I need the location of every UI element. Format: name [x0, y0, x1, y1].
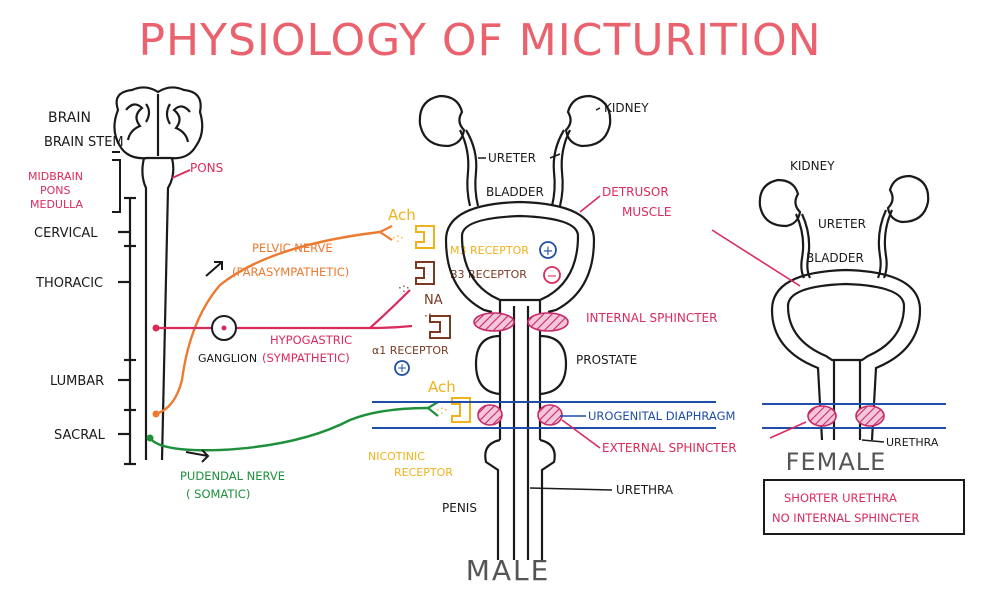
label-medulla: MEDULLA: [30, 198, 83, 211]
male-urethra-leader: [529, 487, 613, 491]
label-hypogastric-sub: (SYMPATHETIC): [262, 351, 350, 365]
label-pons: PONS: [40, 184, 71, 197]
male-label-penis: PENIS: [442, 501, 477, 515]
label-na: NA: [424, 293, 443, 308]
label-brain-stem: BRAIN STEM: [44, 135, 124, 150]
male-label-bladder: BLADDER: [486, 185, 544, 199]
label-sacral: SACRAL: [54, 428, 106, 443]
pudendal-origin: [146, 434, 154, 442]
male-label-detrusor: DETRUSOR: [602, 185, 669, 199]
label-pelvic-sub: (PARASYMPATHETIC): [232, 265, 349, 279]
male-label-ureter: URETER: [488, 151, 536, 165]
brain-illustration: [113, 86, 204, 160]
alpha1-receptor-shape: [429, 315, 451, 339]
male-detrusor-leader: [579, 195, 601, 213]
hypogastric-nerve-path: [156, 289, 413, 330]
label-pudendal: PUDENDAL NERVE: [180, 469, 285, 483]
male-internal-sphincter-right: [527, 312, 569, 332]
female-note-box: [763, 479, 965, 535]
brainstem-bracket: [112, 159, 121, 213]
label-hypogastric: HYPOGASTRIC: [270, 333, 352, 347]
m3-plus: +: [543, 244, 554, 259]
label-lumbar: LUMBAR: [50, 374, 104, 389]
pudendal-nerve-path: [149, 406, 429, 452]
pudendal-direction-arrow: [185, 449, 210, 463]
na-dots-top: ·:·: [398, 281, 410, 295]
ganglion-circle: [211, 315, 237, 341]
male-label-detrusor-sub: MUSCLE: [622, 205, 671, 219]
label-alpha1-receptor: α1 RECEPTOR: [372, 344, 449, 357]
label-m3-receptor: M3 RECEPTOR: [450, 244, 529, 257]
label-ach-bottom: Ach: [428, 378, 456, 396]
pelvic-nerve-origin: [152, 410, 160, 418]
pelvic-direction-arrow: [205, 261, 223, 277]
ach-dots-bottom: ·:·: [436, 403, 448, 417]
male-label-internal-sphincter: INTERNAL SPHINCTER: [586, 311, 717, 325]
label-ganglion: GANGLION: [198, 352, 257, 365]
female-title: FEMALE: [786, 448, 887, 476]
male-label-urethra: URETHRA: [616, 483, 674, 497]
vertebral-bracket: [118, 196, 136, 466]
label-pelvic-nerve: PELVIC NERVE: [252, 241, 333, 255]
female-urethra-leader: [861, 439, 885, 443]
female-label-kidney: KIDNEY: [790, 159, 835, 173]
male-anatomy: [418, 94, 612, 560]
spinal-cord: [141, 157, 175, 461]
female-detrusor-leader: [711, 229, 801, 287]
female-external-leader: [769, 421, 807, 439]
label-pons-pointer: PONS: [190, 161, 223, 175]
female-anatomy: [758, 174, 930, 441]
b3-minus-badge: [543, 266, 561, 284]
b3-receptor-shape: [415, 261, 435, 285]
ach-dots-top: ·:·: [392, 231, 404, 245]
male-label-kidney: KIDNEY: [604, 101, 649, 115]
label-nicotinic: NICOTINIC: [368, 450, 425, 463]
label-cervical: CERVICAL: [34, 226, 98, 241]
male-kidney-leader: [595, 107, 601, 111]
male-label-prostate: PROSTATE: [576, 353, 637, 367]
male-ureter-leader-r: [549, 153, 561, 159]
male-external-sphincter-left: [477, 404, 503, 426]
pelvic-nerve-terminal: [379, 225, 393, 241]
label-brain: BRAIN: [48, 110, 91, 126]
female-note-1: SHORTER URETHRA: [784, 491, 897, 505]
male-internal-sphincter-left: [473, 312, 515, 332]
label-ach-top: Ach: [388, 206, 416, 224]
label-pudendal-sub: ( SOMATIC): [186, 487, 250, 501]
male-label-external-sphincter: EXTERNAL SPHINCTER: [602, 441, 737, 455]
nicotinic-receptor-shape: [451, 397, 471, 423]
female-external-sphincter-left: [807, 405, 837, 427]
hypogastric-origin: [152, 324, 160, 332]
female-label-urethra: URETHRA: [886, 436, 939, 449]
female-external-sphincter-right: [855, 405, 885, 427]
label-midbrain: MIDBRAIN: [28, 170, 83, 183]
label-b3-receptor: B3 RECEPTOR: [450, 268, 527, 281]
label-thoracic: THORACIC: [35, 276, 103, 291]
male-label-urogenital: UROGENITAL DIAPHRAGM: [588, 409, 735, 423]
female-label-ureter: URETER: [818, 217, 866, 231]
page-title: PHYSIOLOGY OF MICTURITION: [138, 15, 821, 66]
female-label-bladder: BLADDER: [806, 251, 864, 265]
female-note-2: NO INTERNAL SPHINCTER: [772, 511, 919, 525]
label-nicotinic-sub: RECEPTOR: [394, 466, 453, 479]
pons-leader: [171, 169, 191, 179]
m3-plus-badge: [539, 241, 557, 259]
male-external-leader: [561, 419, 601, 449]
male-title: MALE: [466, 554, 551, 587]
alpha1-plus-badge: [394, 360, 410, 376]
alpha1-plus: +: [397, 361, 407, 375]
pelvic-nerve-path: [155, 230, 381, 416]
ganglion-dot: [221, 325, 227, 331]
b3-minus: −: [547, 269, 558, 284]
male-external-sphincter-right: [537, 404, 563, 426]
m3-receptor-shape: [415, 225, 435, 249]
